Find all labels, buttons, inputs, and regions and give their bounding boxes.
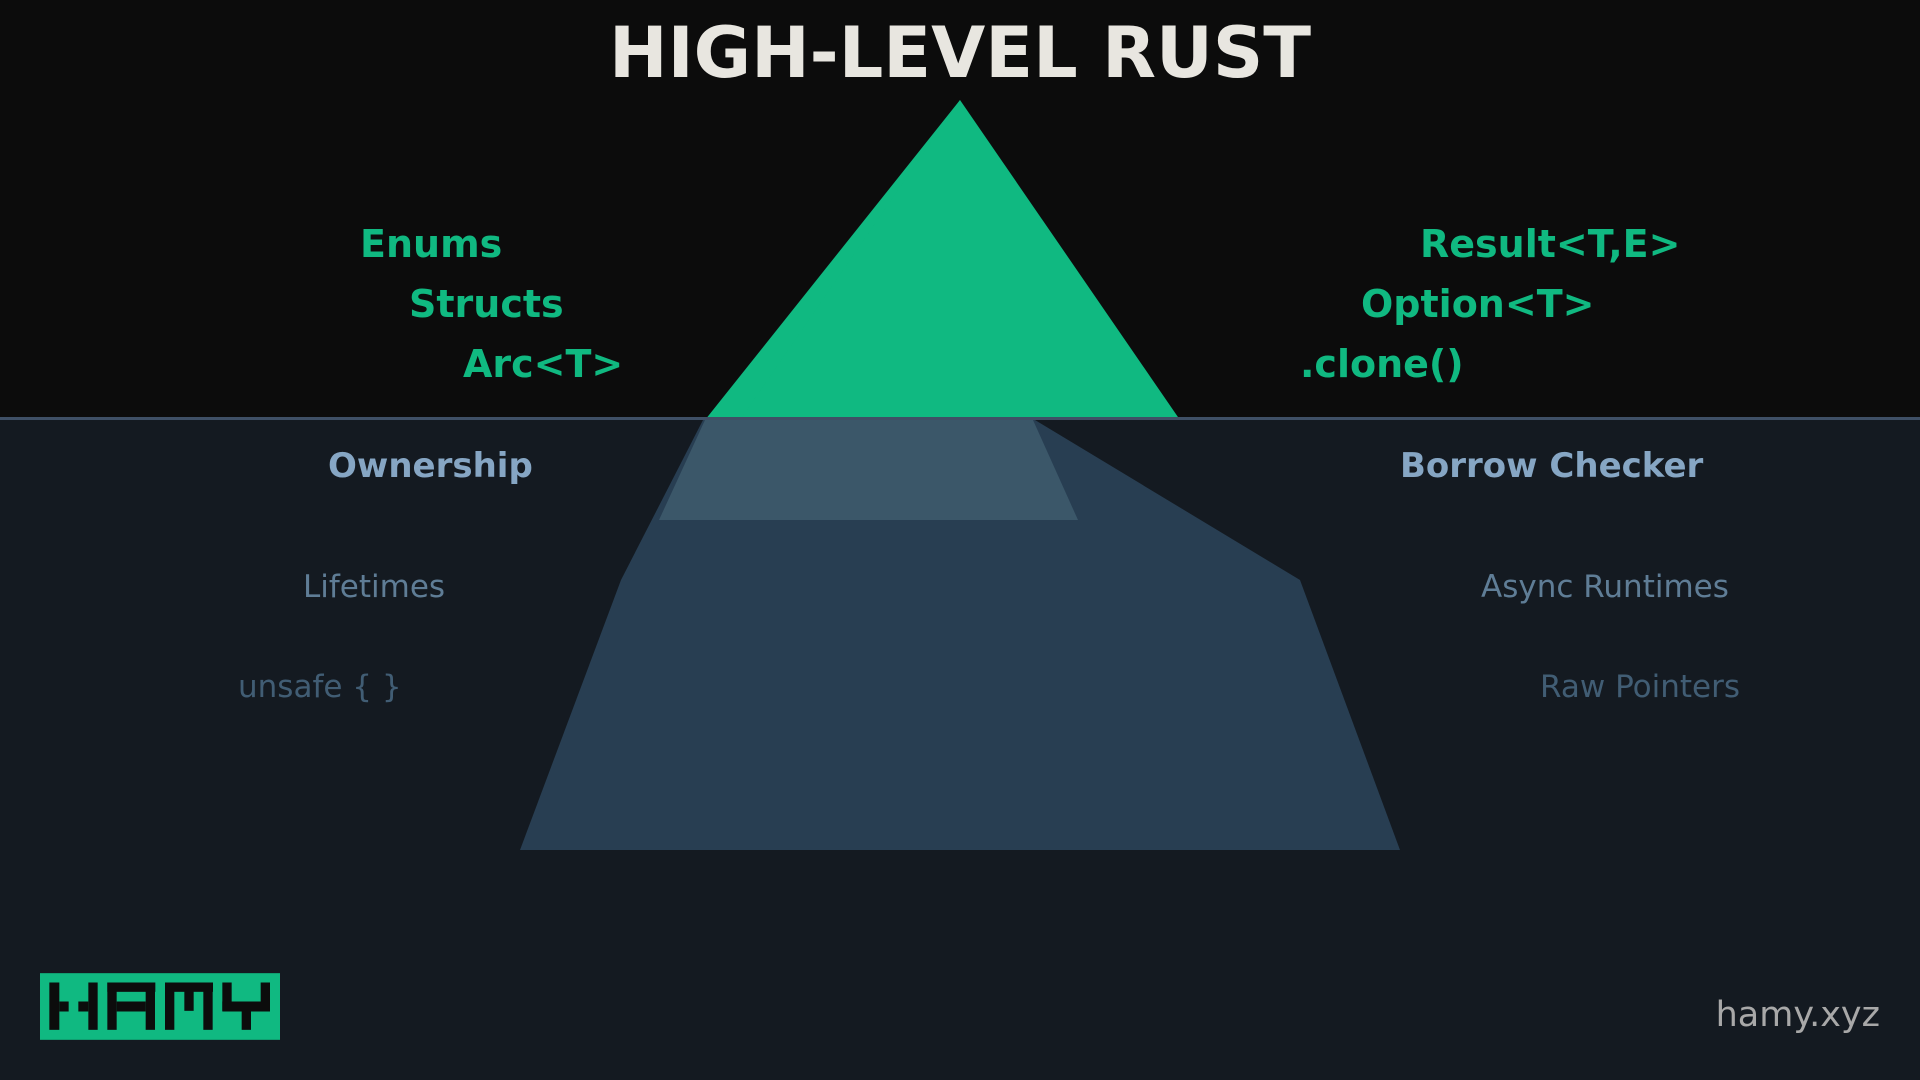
label-lifetimes: Lifetimes	[303, 569, 446, 605]
waterline	[0, 417, 1920, 420]
label-borrow-checker: Borrow Checker	[1400, 446, 1704, 486]
label-async-runtimes: Async Runtimes	[1481, 569, 1729, 605]
label-arc: Arc<T>	[463, 342, 624, 386]
iceberg-mid-section	[659, 420, 1078, 520]
page-title: HIGH-LEVEL RUST	[608, 12, 1312, 94]
label-raw-pointers: Raw Pointers	[1540, 669, 1741, 705]
label-result: Result<T,E>	[1420, 222, 1681, 266]
label-unsafe: unsafe { }	[238, 669, 402, 705]
site-url: hamy.xyz	[1715, 995, 1880, 1035]
iceberg-tip-full	[740, 100, 1180, 420]
hamy-logo	[40, 973, 280, 1040]
iceberg-deep-section	[520, 420, 1400, 850]
label-ownership: Ownership	[328, 446, 533, 486]
label-clone: .clone()	[1300, 342, 1464, 386]
label-structs: Structs	[409, 282, 564, 326]
label-option: Option<T>	[1361, 282, 1595, 326]
label-enums: Enums	[360, 222, 503, 266]
